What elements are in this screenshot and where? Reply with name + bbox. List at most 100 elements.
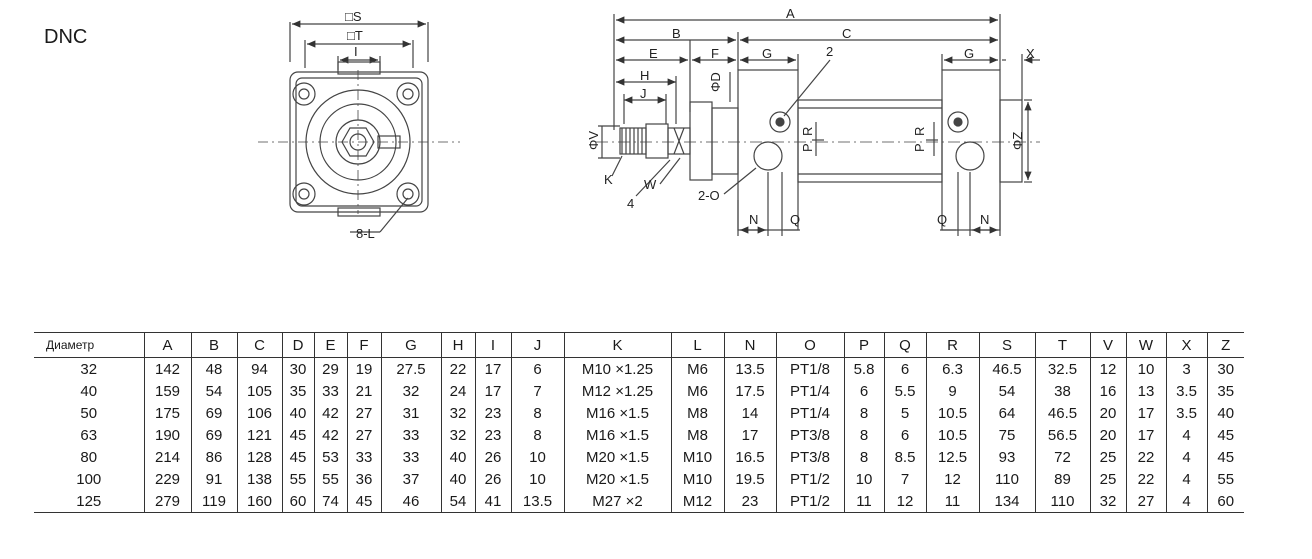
- table-cell: 27: [1125, 490, 1166, 513]
- table-cell: 11: [925, 490, 979, 513]
- table-cell: 159: [143, 380, 191, 402]
- table-cell: 89: [1034, 468, 1090, 490]
- table-cell: 33: [380, 446, 441, 468]
- label-phi-v: ΦV: [586, 131, 601, 150]
- table-cell: M8: [670, 402, 724, 424]
- table-cell: 134: [978, 490, 1035, 513]
- table-cell: M16 ×1.5: [563, 402, 671, 424]
- table-cell: 38: [1034, 380, 1090, 402]
- table-cell: 22: [1125, 446, 1166, 468]
- table-cell: 25: [1089, 468, 1126, 490]
- table-cell: 23: [723, 490, 776, 513]
- table-cell: 54: [978, 380, 1035, 402]
- table-cell: 12: [925, 468, 979, 490]
- table-cell: 36: [346, 468, 381, 490]
- table-cell: 17: [474, 380, 511, 402]
- table-cell: 80: [80, 448, 98, 466]
- table-cell: 21: [346, 380, 381, 402]
- col-header: J: [510, 332, 564, 358]
- table-cell: 40: [80, 382, 98, 400]
- col-header: A: [143, 332, 191, 358]
- label-b: B: [672, 26, 681, 41]
- table-cell: 10: [510, 468, 564, 490]
- table-cell: 10: [843, 468, 884, 490]
- table-cell: 10.5: [925, 424, 979, 446]
- col-header: W: [1125, 332, 1166, 358]
- table-cell: 4: [1165, 446, 1207, 468]
- table-cell: 17.5: [723, 380, 776, 402]
- col-header: F: [346, 332, 381, 358]
- table-cell: 45: [1206, 446, 1244, 468]
- label-k: K: [604, 172, 613, 187]
- table-cell: PT1/2: [775, 468, 844, 490]
- label-j: J: [640, 86, 647, 101]
- table-cell: 35: [1206, 380, 1244, 402]
- table-cell: 24: [440, 380, 475, 402]
- table-cell: 26: [474, 468, 511, 490]
- table-cell: 30: [281, 357, 314, 380]
- table-cell: 94: [236, 357, 282, 380]
- table-cell: 27.5: [380, 357, 441, 380]
- table-cell: 17: [1125, 402, 1166, 424]
- table-cell: 93: [978, 446, 1035, 468]
- table-cell: 45: [346, 490, 381, 513]
- label-q-front: Q: [790, 212, 800, 227]
- label-x: X: [1026, 46, 1035, 61]
- table-header-row: Диаметр A B C D E F G H I J K L N O P Q …: [34, 332, 1244, 358]
- table-cell: 214: [143, 446, 191, 468]
- label-q-rear: Q: [937, 212, 947, 227]
- table-cell: 100: [76, 470, 102, 488]
- table-cell: 37: [380, 468, 441, 490]
- table-cell: 142: [143, 357, 191, 380]
- label-2: 2: [826, 44, 833, 59]
- table-cell: M20 ×1.5: [563, 446, 671, 468]
- table-cell: M6: [670, 380, 724, 402]
- table-cell: 12: [1089, 357, 1126, 380]
- col-header: X: [1165, 332, 1207, 358]
- table-cell: 125: [76, 492, 102, 510]
- table-cell: 138: [236, 468, 282, 490]
- table-cell: 32: [440, 402, 475, 424]
- col-header: C: [236, 332, 282, 358]
- table-cell: 13.5: [723, 357, 776, 380]
- table-cell: 3.5: [1165, 380, 1207, 402]
- col-header: Q: [883, 332, 926, 358]
- table-cell: 40: [281, 402, 314, 424]
- col-header: K: [563, 332, 671, 358]
- table-cell: 63: [80, 426, 98, 444]
- table-cell: 40: [440, 446, 475, 468]
- table-cell: 279: [143, 490, 191, 513]
- label-e: E: [649, 46, 658, 61]
- table-cell: 8: [843, 402, 884, 424]
- table-cell: 75: [978, 424, 1035, 446]
- table-cell: 7: [510, 380, 564, 402]
- col-header: Диаметр: [46, 338, 95, 352]
- col-header: N: [723, 332, 776, 358]
- table-cell: 45: [1206, 424, 1244, 446]
- col-header: H: [440, 332, 475, 358]
- table-cell: 86: [190, 446, 237, 468]
- front-view: [258, 20, 460, 233]
- table-cell: 31: [380, 402, 441, 424]
- table-cell: 20: [1089, 424, 1126, 446]
- col-header: B: [190, 332, 237, 358]
- table-cell: 9: [925, 380, 979, 402]
- table-cell: 26: [474, 446, 511, 468]
- label-w: W: [644, 177, 657, 192]
- table-cell: 22: [440, 357, 475, 380]
- table-cell: 17: [1125, 424, 1166, 446]
- table-cell: 53: [313, 446, 347, 468]
- label-g-rear: G: [964, 46, 974, 61]
- table-cell: 30: [1206, 357, 1244, 380]
- table-cell: 46.5: [978, 357, 1035, 380]
- table-cell: 56.5: [1034, 424, 1090, 446]
- table-cell: 17: [723, 424, 776, 446]
- table-cell: 16: [1089, 380, 1126, 402]
- col-header: I: [474, 332, 511, 358]
- dimensions-table: Диаметр A B C D E F G H I J K L N O P Q …: [34, 332, 1244, 513]
- table-cell: 72: [1034, 446, 1090, 468]
